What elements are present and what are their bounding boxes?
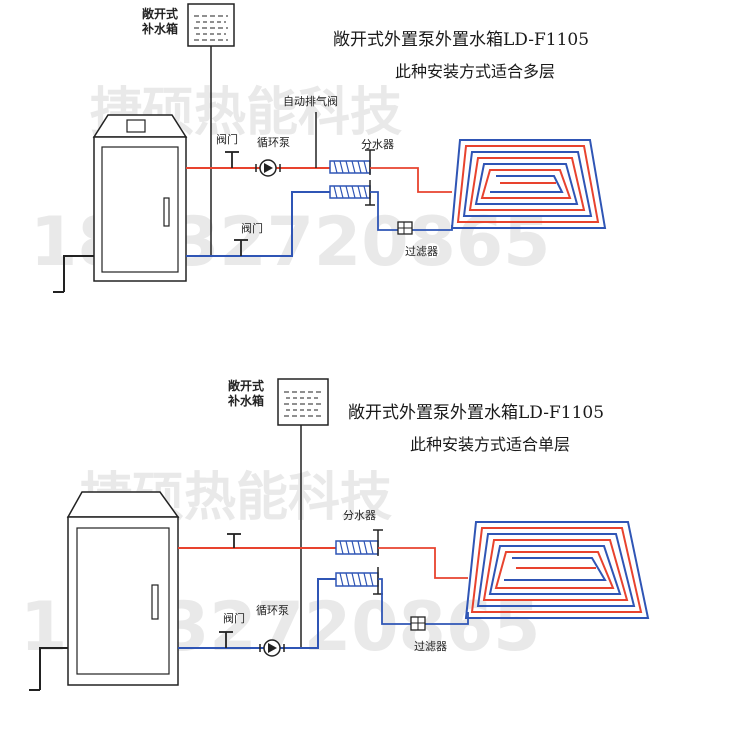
floor-coil-1 (450, 139, 607, 229)
filter-1-label: 过滤器 (405, 245, 438, 258)
pump-2 (259, 639, 285, 657)
valve-1-bottom (234, 239, 248, 256)
tank-2-label-line2: 补水箱 (227, 393, 264, 408)
feed-line-2 (378, 547, 468, 579)
pump-1 (255, 159, 281, 177)
valve-2-bottom (219, 631, 233, 648)
manifold-2-label: 分水器 (343, 509, 376, 522)
manifold-1-supply (329, 149, 375, 175)
return-pipe-2 (178, 578, 336, 649)
expansion-tank-1 (187, 3, 235, 47)
valve-1-bottom-label: 阀门 (241, 221, 263, 235)
return-line-2a (378, 578, 411, 625)
boiler-2 (29, 491, 180, 691)
manifold-1-return (329, 180, 375, 206)
diagram-2-subtitle: 此种安装方式适合单层 (410, 435, 570, 454)
boiler-1 (53, 114, 188, 293)
pump-2-label: 循环泵 (256, 604, 289, 617)
air-valve-1-label: 自动排气阀 (283, 94, 338, 108)
tank-1-label-line1: 敞开式 (142, 6, 178, 21)
feed-line-1 (370, 167, 452, 193)
expansion-tank-2 (277, 378, 329, 426)
floor-coil-2 (464, 521, 650, 619)
filter-2-label: 过滤器 (414, 640, 447, 653)
filter-1 (397, 221, 413, 235)
valve-1-top-label: 阀门 (216, 132, 238, 146)
valve-2-label: 阀门 (223, 611, 245, 625)
valve-2-top (227, 533, 241, 548)
diagram-1: 敞开式外置泵外置水箱LD-F1105 此种安装方式适合多层 敞开式 补水箱 (53, 3, 607, 293)
return-line-1a (370, 191, 405, 231)
tank-2-label-line1: 敞开式 (228, 378, 264, 393)
return-line-2b (425, 612, 469, 625)
diagram-1-subtitle: 此种安装方式适合多层 (395, 62, 555, 81)
pump-1-label: 循环泵 (257, 136, 290, 149)
return-pipe-1 (186, 191, 330, 257)
filter-2 (410, 616, 426, 631)
manifold-1-label: 分水器 (361, 138, 394, 151)
valve-1-top (225, 151, 239, 168)
diagram-2-title: 敞开式外置泵外置水箱LD-F1105 (348, 403, 604, 423)
tank-1-label-line2: 补水箱 (141, 21, 178, 36)
diagram-2: 敞开式外置泵外置水箱LD-F1105 此种安装方式适合单层 敞开式 补水箱 (29, 378, 650, 691)
diagram-1-title: 敞开式外置泵外置水箱LD-F1105 (333, 30, 589, 50)
manifold-2-supply (335, 529, 383, 556)
